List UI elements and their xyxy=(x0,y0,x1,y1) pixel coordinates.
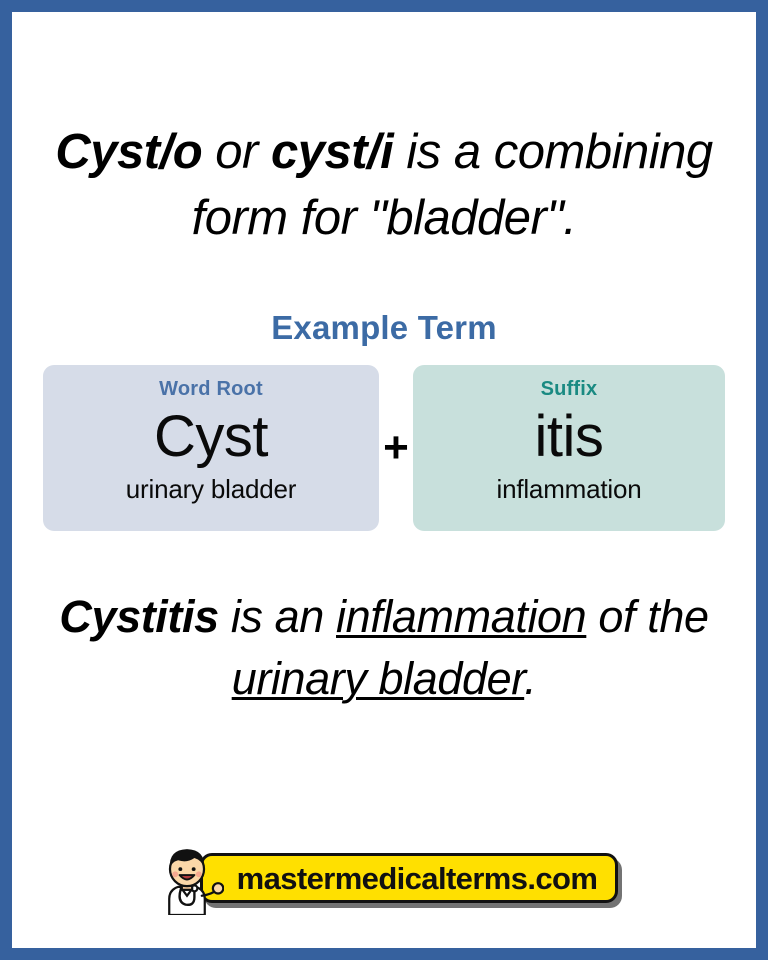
headline: Cyst/o or cyst/i is a combining form for… xyxy=(39,120,729,251)
poster-content: Cyst/o or cyst/i is a combining form for… xyxy=(12,12,756,948)
headline-combining-form-secondary: cyst/i xyxy=(270,125,394,179)
word-root-term: Cyst xyxy=(154,404,269,470)
definition-root-meaning: urinary bladder xyxy=(231,653,525,705)
word-root-label: Word Root xyxy=(159,378,263,401)
headline-meaning-text: is a combining form for "bladder". xyxy=(191,125,713,245)
example-term-title: Example Term xyxy=(271,309,497,347)
word-root-meaning: urinary bladder xyxy=(125,474,297,505)
website-banner[interactable]: mastermedicalterms.com xyxy=(199,853,619,903)
definition-connector-one: is an xyxy=(218,591,336,643)
headline-conjunction: or xyxy=(202,125,271,179)
definition-connector-two: of the xyxy=(586,591,709,643)
word-parts-row: Word Root Cyst urinary bladder + Suffix … xyxy=(34,365,734,532)
definition-period: . xyxy=(524,653,537,705)
doctor-character-icon xyxy=(167,849,224,915)
headline-combining-form-primary: Cyst/o xyxy=(55,125,203,179)
word-root-card: Word Root Cyst urinary bladder xyxy=(43,365,379,532)
definition-sentence: Cystitis is an inflammation of the urina… xyxy=(34,586,734,710)
suffix-card: Suffix itis inflammation xyxy=(413,365,725,532)
suffix-label: Suffix xyxy=(540,378,598,401)
definition-suffix-meaning: inflammation xyxy=(336,591,587,643)
footer-branding: mastermedicalterms.com xyxy=(12,832,756,924)
suffix-meaning: inflammation xyxy=(496,474,642,505)
suffix-term: itis xyxy=(534,404,604,470)
definition-term: Cystitis xyxy=(59,591,219,643)
brand-lockup[interactable]: mastermedicalterms.com xyxy=(150,841,619,915)
website-url-text: mastermedicalterms.com xyxy=(236,860,598,896)
plus-icon: + xyxy=(383,423,409,473)
